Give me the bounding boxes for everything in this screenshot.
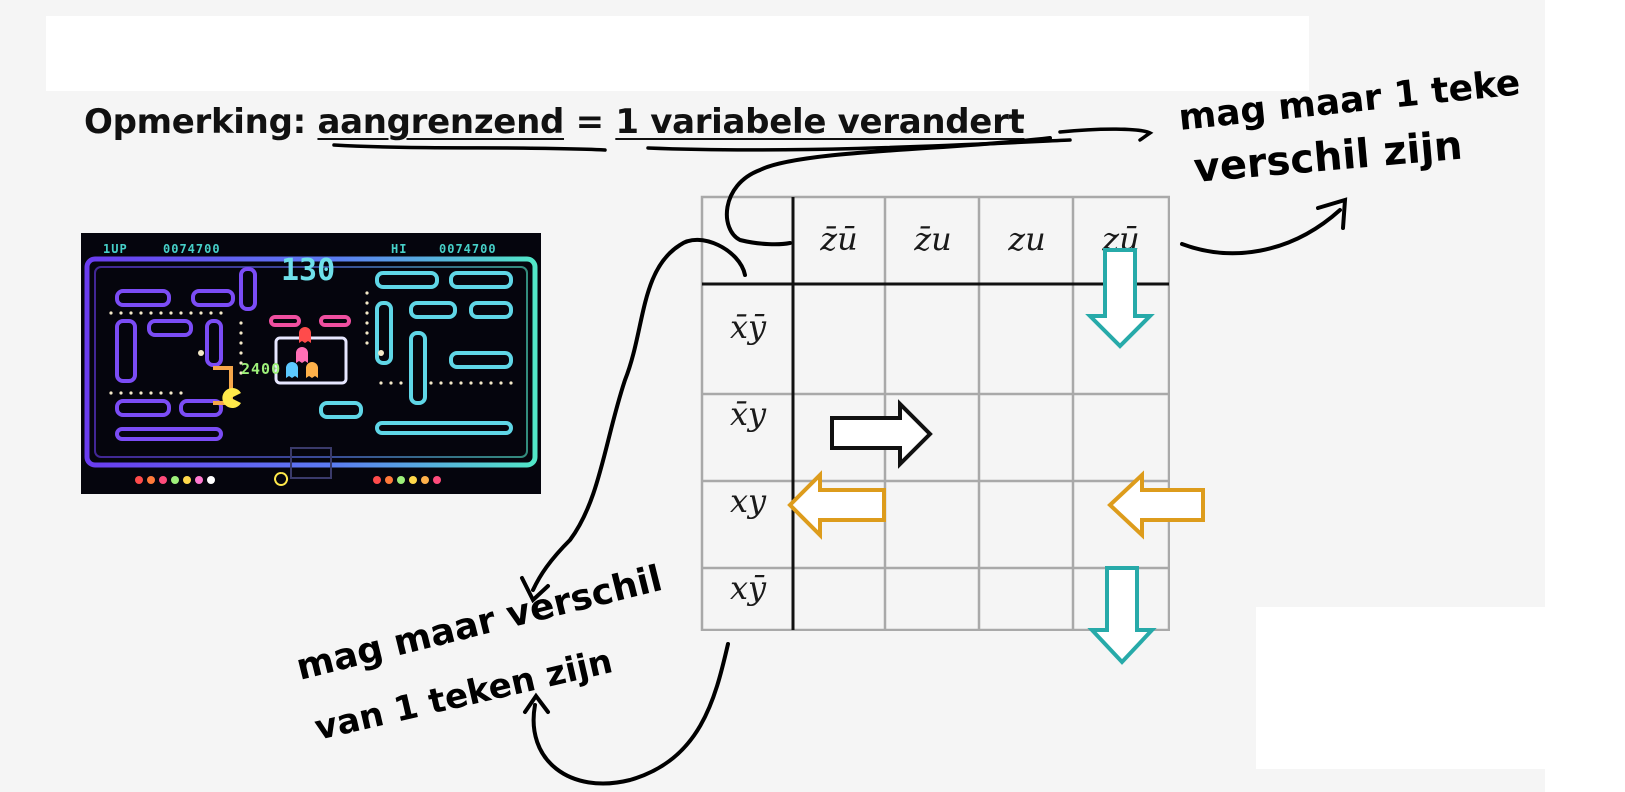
pacman-maze [81,233,541,494]
hud-hi-score: 0074700 [439,242,497,256]
karnaugh-map: z̄ū z̄u zu zū x̄ȳ x̄y xy xȳ [700,195,1170,631]
hud-hi-label: HI [391,242,408,256]
heading-term: aangrenzend [317,102,565,142]
heading-definition: 1 variabele verandert [615,102,1025,142]
pacman-sprite [222,388,241,408]
kmap-row-header: x̄ȳ [729,308,767,346]
heading-prefix: Opmerking: [84,102,306,142]
ghost-sprites [286,327,318,378]
kmap-col-header: zū [1102,220,1140,258]
hud-bonus-points: 2400 [241,360,282,378]
slide-heading: Opmerking: aangrenzend = 1 variabele ver… [84,102,1025,142]
kmap-col-header: zu [1008,220,1046,258]
kmap-row-header: xy [729,482,767,520]
hud-score: 0074700 [163,242,221,256]
pacman-screenshot: 1UP 0074700 130 HI 0074700 2400 [81,233,541,494]
hud-timer: 130 [281,253,336,288]
blank-box [1256,607,1545,769]
kmap-row-header: x̄y [729,395,767,433]
kmap-row-header: xȳ [729,569,767,607]
top-banner [46,16,1309,91]
hud-player-label: 1UP [103,242,128,256]
kmap-col-header: z̄u [914,220,952,258]
kmap-col-header: z̄ū [820,220,858,258]
heading-equals: = [575,102,605,142]
